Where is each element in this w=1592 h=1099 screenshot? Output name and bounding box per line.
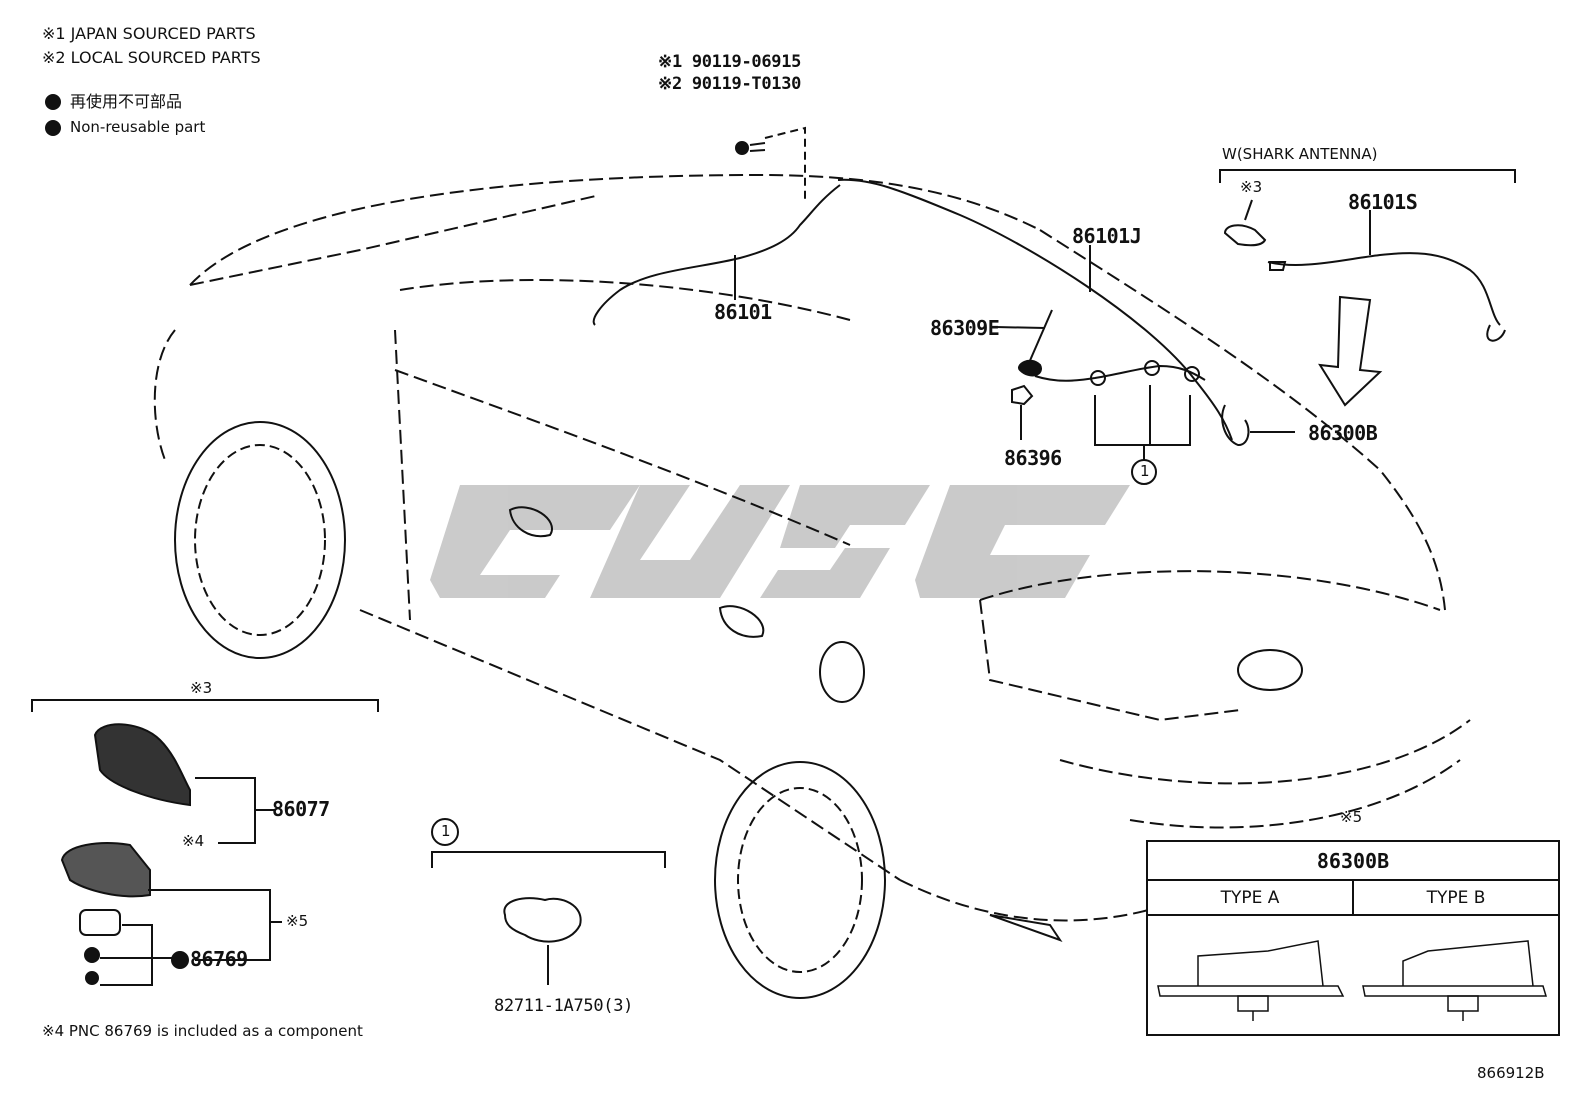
callout-1-lower: 1 <box>441 822 451 840</box>
part-86101J: 86101J <box>1072 224 1142 248</box>
legend-local-sourced: ※2 LOCAL SOURCED PARTS <box>42 48 261 67</box>
bolt-label-local: ※2 90119-T0130 <box>658 74 802 94</box>
legend-nonreusable-en: Non-reusable part <box>70 118 206 136</box>
figure-id: 866912B <box>1477 1064 1545 1082</box>
car-body-outline <box>153 173 1471 922</box>
door-handle-rear <box>718 605 765 638</box>
front-wheel <box>174 421 346 659</box>
legend-dot-jp <box>45 94 61 110</box>
inset-type-a: TYPE A <box>1148 881 1354 916</box>
legend-nonreusable-jp: 再使用不可部品 <box>70 92 183 111</box>
part-86396: 86396 <box>1004 446 1062 470</box>
nut-86396 <box>1011 384 1034 440</box>
shark-fin-86077 <box>93 723 191 807</box>
amplifier-86300B <box>1221 404 1295 446</box>
part-86101: 86101 <box>714 300 772 324</box>
lower-note3: ※3 <box>190 679 213 697</box>
rod-antenna-86309E <box>994 309 1053 377</box>
inset-type-b: TYPE B <box>1354 881 1558 916</box>
shark-header: W(SHARK ANTENNA) <box>1222 145 1378 163</box>
antenna-cable <box>1034 364 1206 382</box>
watermark-logo <box>430 485 1130 598</box>
part-86309E: 86309E <box>930 316 1000 340</box>
inset-note5: ※5 <box>1340 808 1363 826</box>
footnote: ※4 PNC 86769 is included as a component <box>42 1022 363 1040</box>
antenna-base-group <box>60 842 282 986</box>
lower-note4: ※4 <box>182 832 205 850</box>
lower-note5: ※5 <box>286 912 309 930</box>
part-86077: 86077 <box>272 797 330 821</box>
part-86101S: 86101S <box>1348 190 1418 214</box>
rear-wheel <box>714 761 886 999</box>
amplifier-type-a <box>1157 940 1345 1021</box>
part-82711: 82711-1A750(3) <box>494 996 634 1016</box>
part-86300B: 86300B <box>1308 421 1378 445</box>
bolt-label-japan: ※1 90119-06915 <box>658 52 802 72</box>
inset-86300B: 86300B TYPE A TYPE B <box>1146 840 1560 1036</box>
amplifier-type-b <box>1362 940 1548 1021</box>
legend-japan-sourced: ※1 JAPAN SOURCED PARTS <box>42 24 256 43</box>
legend-dot-en <box>45 120 61 136</box>
part-86769: 86769 <box>190 947 248 971</box>
rear-emblem <box>1237 649 1303 691</box>
door-handle-front <box>508 506 553 538</box>
rear-lamp <box>989 914 1063 942</box>
antenna-cord-86101 <box>592 178 1233 441</box>
shark-fin-group <box>31 699 379 844</box>
inset-drawings <box>1157 940 1548 1021</box>
shark-note3: ※3 <box>1240 178 1263 196</box>
cable-clips <box>1090 360 1200 485</box>
inset-title: 86300B <box>1148 842 1558 881</box>
clip-group <box>431 818 666 985</box>
shark-antenna-group <box>1219 169 1516 407</box>
callout-1-upper: 1 <box>1140 462 1150 480</box>
bolt-90119 <box>735 126 806 200</box>
fuel-lid <box>819 641 865 703</box>
